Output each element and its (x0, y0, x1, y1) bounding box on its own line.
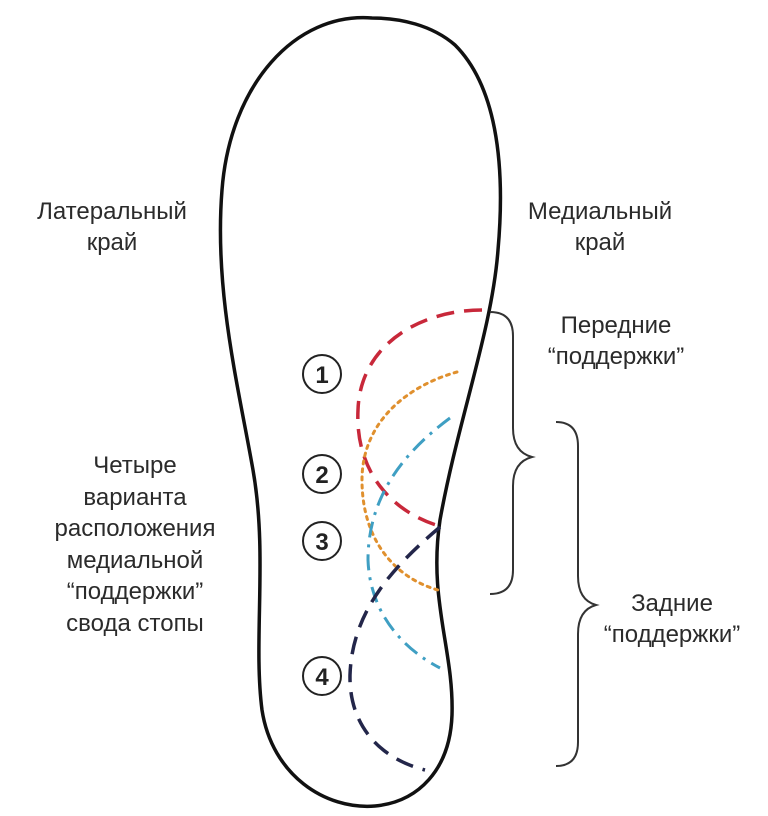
medial-edge-line-1: Медиальный (527, 198, 673, 225)
variant-4-line (348, 525, 442, 772)
marker-2-number: 2 (315, 462, 328, 489)
lateral-edge-line-1: Латеральный (37, 198, 187, 225)
front-supports-brace (489, 311, 536, 595)
four-variants-label: Четыре варианта расположения медиальной … (20, 450, 250, 639)
four-variants-line-2: варианта (83, 483, 187, 511)
marker-4: 4 (302, 656, 342, 696)
four-variants-line-3: расположения (54, 515, 216, 542)
rear-supports-line-2: “поддержки” (603, 621, 741, 648)
marker-2: 2 (302, 454, 342, 494)
front-supports-line-1: Передние (560, 312, 672, 339)
variant-1-line (356, 308, 483, 527)
variant-2-line (360, 370, 459, 592)
insole-outline (218, 16, 503, 809)
four-variants-line-6: свода стопы (66, 609, 204, 637)
lateral-edge-label: Латеральный край (8, 196, 216, 258)
four-variants-line-1: Четыре (93, 452, 177, 479)
lateral-edge-line-2: край (86, 229, 138, 256)
medial-edge-label: Медиальный край (500, 196, 700, 258)
marker-1-number: 1 (315, 362, 328, 389)
rear-supports-line-1: Задние (631, 590, 713, 617)
variant-3-line (366, 416, 451, 670)
four-variants-line-4: медиальной (66, 546, 204, 574)
four-variants-line-5: “поддержки” (66, 578, 204, 605)
rear-supports-label: Задние “поддержки” (584, 588, 760, 650)
medial-edge-line-2: край (574, 229, 626, 256)
marker-1: 1 (302, 354, 342, 394)
front-supports-line-2: “поддержки” (547, 343, 685, 370)
rear-supports-brace (555, 421, 600, 767)
marker-3-number: 3 (315, 529, 328, 556)
front-supports-label: Передние “поддержки” (518, 310, 714, 372)
marker-4-number: 4 (315, 664, 329, 691)
marker-3: 3 (302, 521, 342, 561)
